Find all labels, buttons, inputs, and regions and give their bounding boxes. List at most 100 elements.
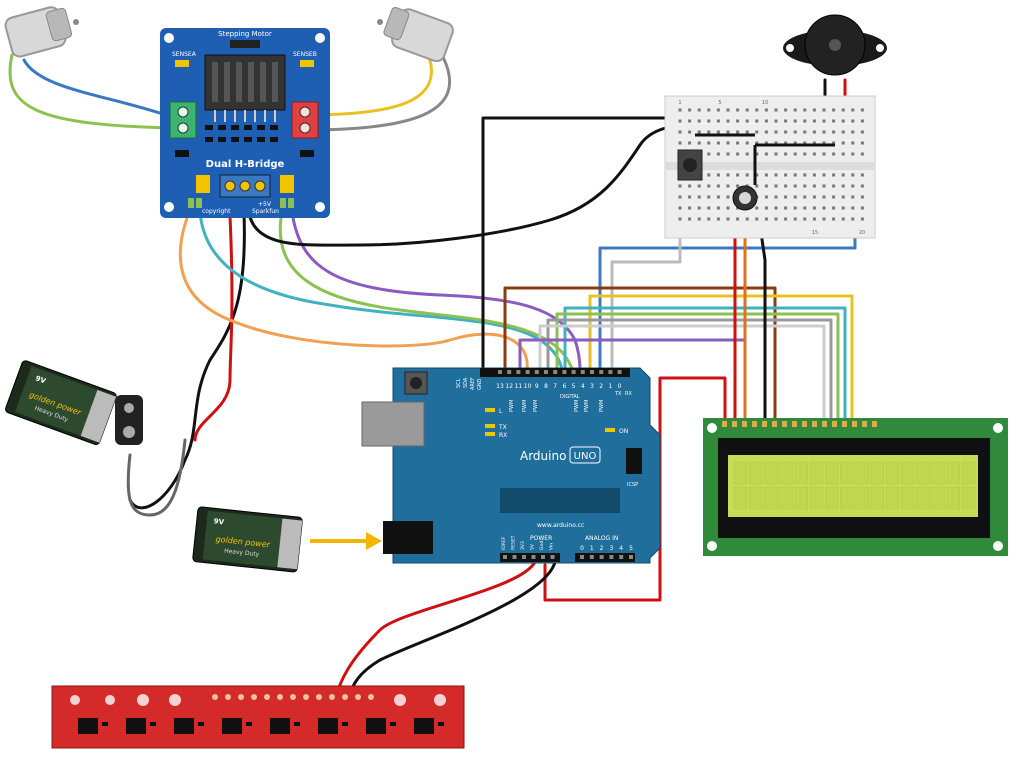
lcd-pin[interactable]: [852, 421, 857, 427]
lcd-char-cell: [900, 486, 915, 510]
bb-col-label-20: 20: [859, 230, 865, 236]
motor-a-cap: [45, 7, 73, 42]
lcd-pin[interactable]: [742, 421, 747, 427]
breadboard-hole: [745, 119, 749, 123]
breadboard-hole: [774, 173, 778, 177]
digital-pin[interactable]: [562, 370, 567, 374]
lcd-pin[interactable]: [842, 421, 847, 427]
potentiometer-knob[interactable]: [739, 192, 751, 204]
terminal-screw: [254, 180, 266, 192]
lcd-char-cell: [809, 461, 824, 485]
sensor-pad[interactable]: [303, 694, 309, 700]
power-pin[interactable]: [541, 555, 545, 559]
hbridge-pin-header: [188, 198, 294, 208]
pushbutton-cap[interactable]: [683, 158, 697, 172]
breadboard-hole: [736, 152, 740, 156]
sensor-pad[interactable]: [212, 694, 218, 700]
power-pin[interactable]: [512, 555, 517, 559]
digital-pin[interactable]: [544, 370, 548, 374]
breadboard-hole: [716, 108, 720, 112]
lcd-pin[interactable]: [792, 421, 797, 427]
breadboard-hole: [851, 184, 855, 188]
power-pin-label: RESET: [511, 535, 517, 550]
analog-pin[interactable]: [589, 555, 594, 559]
sensor-pad[interactable]: [264, 694, 270, 700]
lcd-pin[interactable]: [772, 421, 777, 427]
lcd-pin[interactable]: [822, 421, 827, 427]
analog-pin[interactable]: [619, 555, 624, 559]
digital-pin[interactable]: [534, 370, 539, 374]
breadboard-hole: [841, 119, 845, 123]
breadboard-hole: [784, 195, 788, 199]
digital-pin-label: 12: [505, 383, 513, 390]
lcd-pin[interactable]: [802, 421, 807, 427]
digital-pin[interactable]: [608, 370, 613, 374]
digital-pin[interactable]: [599, 370, 604, 374]
sensor-pad[interactable]: [368, 694, 374, 700]
breadboard-hole: [697, 119, 701, 123]
analog-pin-label: 1: [590, 545, 594, 552]
lcd-pin[interactable]: [862, 421, 867, 427]
breadboard-hole: [707, 217, 711, 221]
lcd-pin[interactable]: [722, 421, 727, 427]
sensor-pad[interactable]: [329, 694, 335, 700]
lcd-pin[interactable]: [782, 421, 787, 427]
sensor-pad[interactable]: [290, 694, 296, 700]
digital-pin[interactable]: [516, 370, 521, 374]
sensor-pad[interactable]: [238, 694, 244, 700]
digital-pin[interactable]: [590, 370, 594, 374]
reset-button-cap[interactable]: [410, 377, 422, 389]
dc-jack: [383, 521, 433, 554]
power-pin[interactable]: [522, 555, 526, 559]
digital-pin[interactable]: [617, 370, 622, 374]
digital-pin[interactable]: [498, 370, 502, 374]
breadboard-hole: [793, 173, 797, 177]
analog-pin[interactable]: [609, 555, 614, 559]
sensor-pad[interactable]: [316, 694, 322, 700]
lcd-pin[interactable]: [762, 421, 767, 427]
lcd-pin[interactable]: [732, 421, 737, 427]
breadboard-holes: [678, 108, 864, 221]
sensor-pad[interactable]: [342, 694, 348, 700]
breadboard-hole: [688, 195, 692, 199]
digital-pin[interactable]: [571, 370, 576, 374]
breadboard-hole: [755, 206, 759, 210]
sensor-pad[interactable]: [355, 694, 361, 700]
breadboard-hole: [726, 119, 730, 123]
motor-b-cap: [383, 6, 410, 41]
analog-pin[interactable]: [629, 555, 633, 559]
breadboard-hole: [784, 141, 788, 145]
lcd-hole: [707, 423, 717, 433]
breadboard-hole: [841, 141, 845, 145]
lcd-pin[interactable]: [872, 421, 877, 427]
sensor-pad[interactable]: [225, 694, 231, 700]
sensor-pad[interactable]: [277, 694, 283, 700]
breadboard-hole: [822, 119, 826, 123]
sensor-pad[interactable]: [251, 694, 257, 700]
digital-pin[interactable]: [553, 370, 558, 374]
battery-voltage: 9V: [34, 374, 47, 385]
lcd-pin[interactable]: [812, 421, 817, 427]
breadboard-hole: [832, 119, 836, 123]
analog-pin[interactable]: [580, 555, 584, 559]
lcd-pin[interactable]: [752, 421, 757, 427]
breadboard-hole: [822, 184, 826, 188]
lcd-pin[interactable]: [832, 421, 837, 427]
power-pin[interactable]: [550, 555, 555, 559]
battery-clip: [115, 395, 143, 445]
power-pin[interactable]: [531, 555, 536, 559]
hbridge-hole: [315, 33, 325, 43]
breadboard-hole: [784, 119, 788, 123]
breadboard-hole: [860, 173, 864, 177]
wire-lcd-green: [555, 312, 840, 422]
breadboard-hole: [726, 152, 730, 156]
analog-pin[interactable]: [599, 555, 604, 559]
breadboard-hole: [803, 152, 807, 156]
digital-pin[interactable]: [507, 370, 512, 374]
dual-h-bridge: Stepping Motor SENSEA SENSEB: [160, 28, 330, 218]
power-pin[interactable]: [503, 555, 507, 559]
digital-pin[interactable]: [525, 370, 530, 374]
digital-pin[interactable]: [580, 370, 585, 374]
label-scl: SCL: [456, 378, 462, 388]
